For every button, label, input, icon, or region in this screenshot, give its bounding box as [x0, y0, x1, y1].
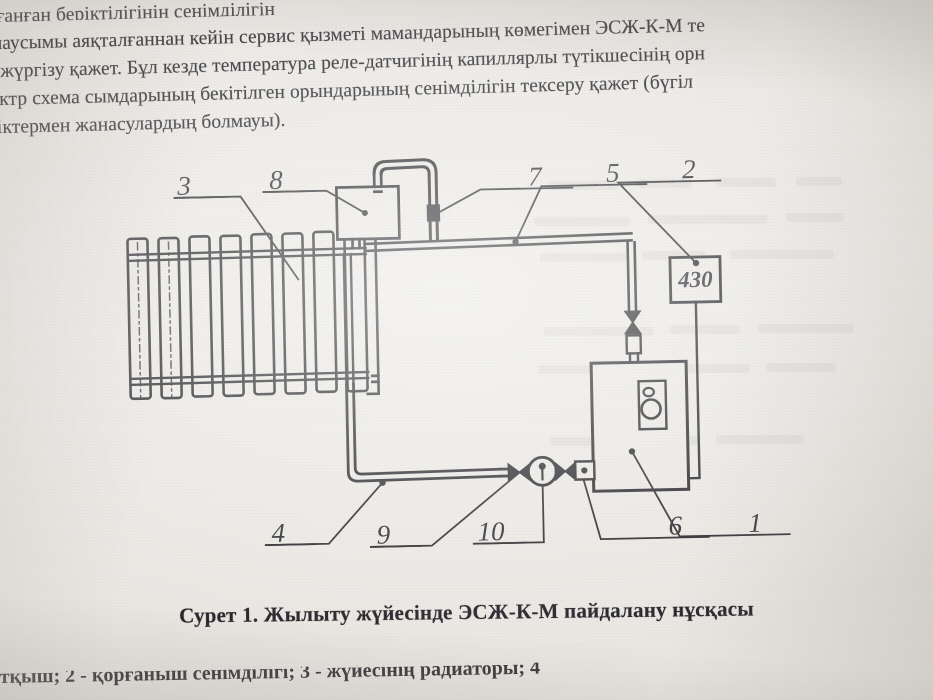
shutoff-valve-right	[554, 461, 577, 482]
callout-number-1: 1	[748, 508, 762, 538]
callout-number-8: 8	[269, 165, 284, 195]
callout-number-4: 4	[271, 518, 285, 548]
callout-number-7: 7	[528, 161, 544, 191]
callout-number-3: 3	[176, 171, 191, 201]
meter-reading: 430	[677, 267, 714, 293]
return-pipe	[345, 374, 502, 483]
pump-assembly	[498, 455, 596, 487]
radiator-section	[126, 229, 381, 401]
boiler-supply-drop	[626, 240, 638, 313]
shutoff-valve-vertical	[623, 310, 643, 364]
inlet-valve	[573, 459, 596, 481]
callout-number-2: 2	[682, 154, 696, 184]
callout-number-6: 6	[668, 510, 683, 540]
circulation-pump	[526, 455, 558, 487]
supply-pipe	[364, 232, 633, 253]
electric-boiler	[589, 359, 691, 493]
expansion-tank	[334, 172, 401, 250]
callout-number-5: 5	[606, 158, 620, 188]
callout-number-9: 9	[376, 519, 391, 549]
callout-number-10: 10	[477, 516, 505, 547]
